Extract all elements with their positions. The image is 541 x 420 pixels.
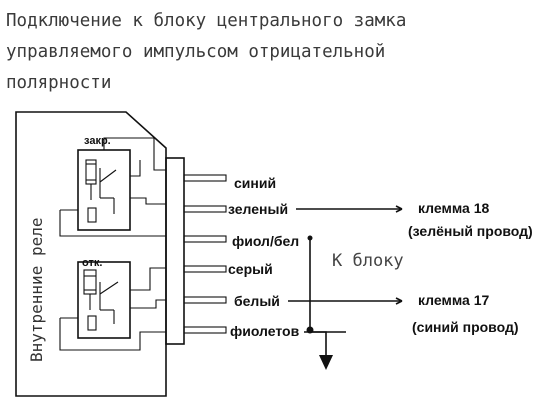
wire-label-green: зеленый: [228, 201, 288, 217]
terminal-17-label: клемма 17: [418, 292, 489, 308]
relay-open: [77, 261, 131, 339]
wire-label-violet-white: фиол/бел: [232, 233, 299, 249]
wire-label-blue: синий: [234, 175, 276, 191]
relay-open-label: отк.: [82, 257, 102, 269]
to-unit-label: К блоку: [332, 251, 404, 271]
relay-box-label: Внутренние реле: [27, 218, 46, 363]
terminal-17-note: (синий провод): [412, 319, 519, 335]
relay-close-label: закр.: [84, 135, 111, 147]
terminal-18-label: клемма 18: [418, 200, 489, 216]
title-line-2: управляемого импульсом отрицательной: [6, 42, 386, 62]
wire-label-grey: серый: [228, 261, 273, 277]
title-line-3: полярности: [6, 73, 112, 93]
terminal-18-note: (зелёный провод): [408, 223, 533, 239]
connector-pins: [183, 174, 227, 334]
wire-label-violet: фиолетов: [230, 323, 300, 339]
diagram-title: Подключение к блоку центрального замка у…: [6, 6, 536, 99]
relay-open-contact: [87, 315, 97, 331]
relay-close-contact: [87, 207, 97, 223]
wire-label-white: белый: [234, 293, 280, 309]
ground-icon: [319, 355, 333, 370]
connector-block: [165, 157, 185, 345]
title-line-1: Подключение к блоку центрального замка: [6, 11, 407, 31]
